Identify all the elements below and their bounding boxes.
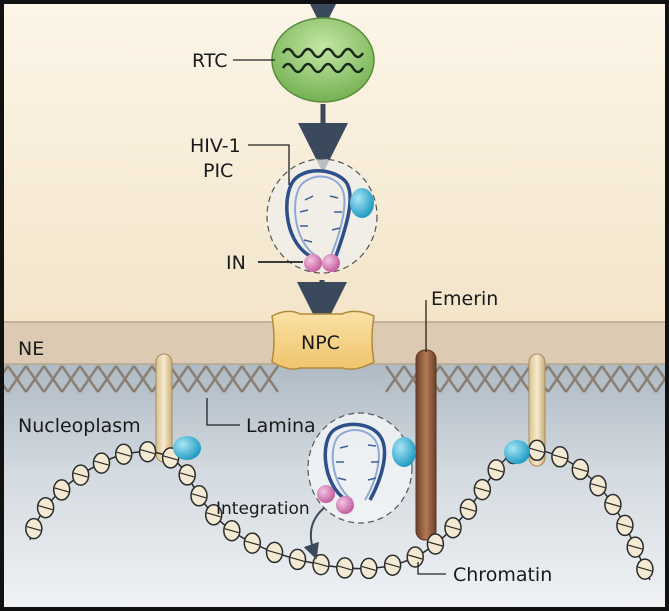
pic-label: PIC: [203, 160, 233, 182]
nuclear-pore-complex: [271, 310, 375, 370]
lamina-label: Lamina: [246, 415, 316, 437]
nucleosome-wrap: [573, 466, 588, 472]
lamin-pillar: [155, 353, 173, 463]
nucleosome-wrap: [617, 522, 633, 528]
nucleosome-wrap: [94, 460, 109, 466]
lamina-strand: [168, 365, 190, 393]
lamina-strand: [564, 365, 586, 393]
emerin-protein: [415, 349, 437, 541]
integrase-icon: [322, 254, 340, 272]
lamina-strand: [492, 365, 514, 393]
capsid-protein-icon: [392, 437, 416, 467]
nucleosome-wrap: [290, 556, 305, 562]
lamina-strand: [0, 378, 10, 393]
nucleosome-wrap: [605, 501, 621, 508]
lamina-strand: [0, 365, 10, 380]
lamina-strand: [384, 365, 406, 393]
nucleosome-wrap: [191, 493, 207, 499]
integrating-pic: [307, 412, 413, 524]
lamina-strand: [24, 365, 46, 393]
lamina-strand: [438, 365, 460, 393]
nucleosome-wrap: [590, 483, 606, 489]
nucleosome-wrap: [337, 565, 352, 571]
nucleosome-wrap: [206, 512, 221, 518]
hiv-label: HIV-1: [190, 135, 241, 157]
nucleosome-wrap: [445, 525, 461, 531]
lamina-strand: [546, 365, 568, 393]
nucleosome-wrap: [461, 506, 476, 512]
lamina-strand: [42, 365, 64, 393]
nucleosome-wrap: [26, 526, 41, 532]
integrase-icon: [304, 254, 322, 272]
nucleosome-wrap: [489, 467, 504, 473]
nucleoplasm-label: Nucleoplasm: [18, 415, 141, 437]
nucleosome-wrap: [428, 541, 443, 547]
capsid-protein-icon: [504, 440, 530, 464]
nucleosome-wrap: [163, 455, 178, 461]
nucleosome-wrap: [73, 472, 88, 478]
rtc-complex: [271, 17, 375, 103]
nucleosome-wrap: [116, 451, 131, 457]
nucleosome-wrap: [224, 528, 239, 534]
lamina-strand: [186, 365, 208, 393]
nucleosome-wrap: [140, 449, 155, 455]
lamina-strand: [60, 365, 82, 393]
ne-label: NE: [18, 338, 44, 360]
lamin-pillar: [528, 353, 546, 467]
lamina-strand: [636, 365, 658, 393]
nucleosome-beads: [25, 439, 654, 580]
capsid-protein-icon: [350, 188, 374, 218]
lamina-strand: [240, 365, 262, 393]
nucleosome-wrap: [475, 487, 490, 493]
integrase-icon: [317, 485, 335, 503]
nucleosome-wrap: [38, 505, 53, 511]
lamina-strand: [510, 365, 532, 393]
nucleosome-wrap: [637, 566, 653, 572]
hiv-pic-complex: [266, 158, 378, 274]
lamina-strand: [114, 365, 136, 393]
lamina-strand: [474, 365, 496, 393]
nucleosome-wrap: [245, 540, 260, 546]
chromatin-label: Chromatin: [453, 564, 552, 586]
emerin-label: Emerin: [431, 288, 498, 310]
lamina-lattice: [0, 365, 669, 393]
npc-label: NPC: [301, 332, 340, 354]
in-label: IN: [226, 252, 246, 274]
chromatin-leader: [417, 562, 446, 575]
nucleosome-wrap: [361, 565, 376, 571]
nucleosome-wrap: [385, 562, 400, 568]
lamina-strand: [618, 365, 640, 393]
lamina-strand: [456, 365, 478, 393]
nucleosome-wrap: [313, 562, 329, 568]
lamina-strand: [222, 365, 244, 393]
nucleosome-wrap: [529, 447, 545, 453]
nucleosome-wrap: [267, 549, 282, 555]
lamina-strand: [78, 365, 100, 393]
lamina-strand: [6, 365, 28, 393]
lamina-strand: [582, 365, 604, 393]
nucleosome-wrap: [628, 544, 643, 550]
lamina-strand: [258, 365, 280, 393]
nucleosome-wrap: [408, 554, 423, 560]
integrase-icon: [336, 496, 354, 514]
capsid-protein-icon: [173, 436, 201, 460]
nucleosome-wrap: [552, 454, 568, 460]
lamina-strand: [96, 365, 118, 393]
lamina-strand: [204, 365, 226, 393]
pic-leader: [248, 144, 290, 185]
nucleosome-wrap: [54, 487, 69, 493]
integration-label: Integration: [216, 499, 310, 519]
integration-arrow: [303, 507, 325, 560]
nucleosome-wrap: [180, 472, 195, 478]
lamina-leader: [206, 398, 240, 426]
lamina-strand: [132, 365, 154, 393]
lamina-strand: [600, 365, 622, 393]
rtc-label: RTC: [192, 50, 228, 72]
